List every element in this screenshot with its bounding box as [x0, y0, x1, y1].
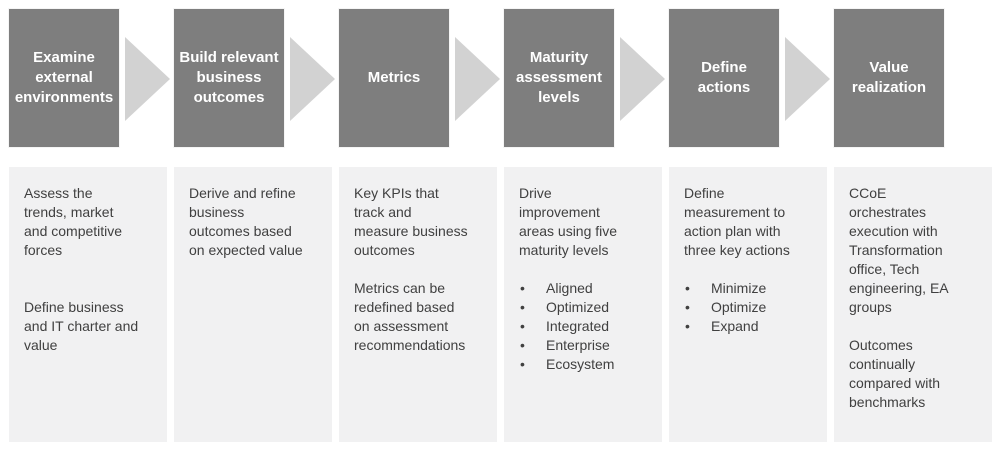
arrow-right-icon	[785, 37, 830, 121]
process-step-build-relevant-business-outcomes: Build relevant business outcomes Derive …	[174, 9, 335, 450]
list-item-label: Minimize	[711, 280, 767, 296]
arrow-right-icon	[290, 37, 335, 121]
step-detail: Key KPIs that track and measure business…	[339, 167, 497, 442]
detail-paragraph: Drive improvement areas using five matur…	[519, 185, 618, 258]
detail-paragraph: Metrics can be redefined based on assess…	[354, 280, 466, 353]
detail-paragraph: Key KPIs that track and measure business…	[354, 185, 468, 258]
list-item-label: Optimized	[546, 299, 610, 315]
detail-paragraph: Define measurement to action plan with t…	[684, 185, 790, 258]
arrow-right-icon	[455, 37, 500, 121]
list-item: • Optimize	[685, 298, 817, 317]
list-item-label: Optimize	[711, 299, 767, 315]
process-step-define-actions: Define actions Define measurement to act…	[669, 9, 830, 450]
list-item: • Minimize	[685, 279, 817, 298]
list-item: • Expand	[685, 317, 817, 336]
process-step-maturity-assessment-levels: Maturity assessment levels Drive improve…	[504, 9, 665, 450]
bullet-icon: •	[685, 280, 690, 296]
bullet-icon: •	[685, 318, 690, 334]
step-detail: Derive and refine business outcomes base…	[174, 167, 332, 442]
bullet-icon: •	[520, 356, 525, 372]
step-header: Define actions	[669, 9, 779, 147]
detail-paragraph: Outcomes continually compared with bench…	[849, 337, 941, 410]
detail-paragraph: CCoE orchestrates execution with Transfo…	[849, 185, 949, 315]
process-step-metrics: Metrics Key KPIs that track and measure …	[339, 9, 500, 450]
arrow-right-icon	[620, 37, 665, 121]
step-detail: CCoE orchestrates execution with Transfo…	[834, 167, 992, 442]
process-step-value-realization: Value realization CCoE orchestrates exec…	[834, 9, 992, 450]
step-header: Value realization	[834, 9, 944, 147]
list-item: • Ecosystem	[520, 355, 652, 374]
bullet-icon: •	[520, 299, 525, 315]
list-item: • Integrated	[520, 317, 652, 336]
bullet-icon: •	[685, 299, 690, 315]
bullet-icon: •	[520, 280, 525, 296]
step-header: Maturity assessment levels	[504, 9, 614, 147]
step-detail: Drive improvement areas using five matur…	[504, 167, 662, 442]
step-header: Metrics	[339, 9, 449, 147]
list-item-label: Expand	[711, 318, 759, 334]
step-header: Examine external environments	[9, 9, 119, 147]
process-step-examine-external-environments: Examine external environments Assess the…	[9, 9, 170, 450]
list-item: • Optimized	[520, 298, 652, 317]
arrow-right-icon	[125, 37, 170, 121]
detail-paragraph: Derive and refine business outcomes base…	[189, 185, 303, 258]
list-item-label: Aligned	[546, 280, 593, 296]
bullet-icon: •	[520, 337, 525, 353]
bullet-icon: •	[520, 318, 525, 334]
maturity-levels-list: • Aligned • Optimized • Integrated • Enterpr…	[519, 279, 652, 374]
detail-paragraph: Assess the trends, market and competitiv…	[24, 185, 123, 258]
list-item-label: Ecosystem	[546, 356, 615, 372]
step-header: Build relevant business outcomes	[174, 9, 284, 147]
key-actions-list: • Minimize • Optimize • Expand	[684, 279, 817, 336]
list-item: • Enterprise	[520, 336, 652, 355]
step-detail: Define measurement to action plan with t…	[669, 167, 827, 442]
detail-paragraph: Define business and IT charter and value	[24, 299, 139, 353]
list-item-label: Integrated	[546, 318, 610, 334]
step-detail: Assess the trends, market and competitiv…	[9, 167, 167, 442]
list-item: • Aligned	[520, 279, 652, 298]
list-item-label: Enterprise	[546, 337, 610, 353]
